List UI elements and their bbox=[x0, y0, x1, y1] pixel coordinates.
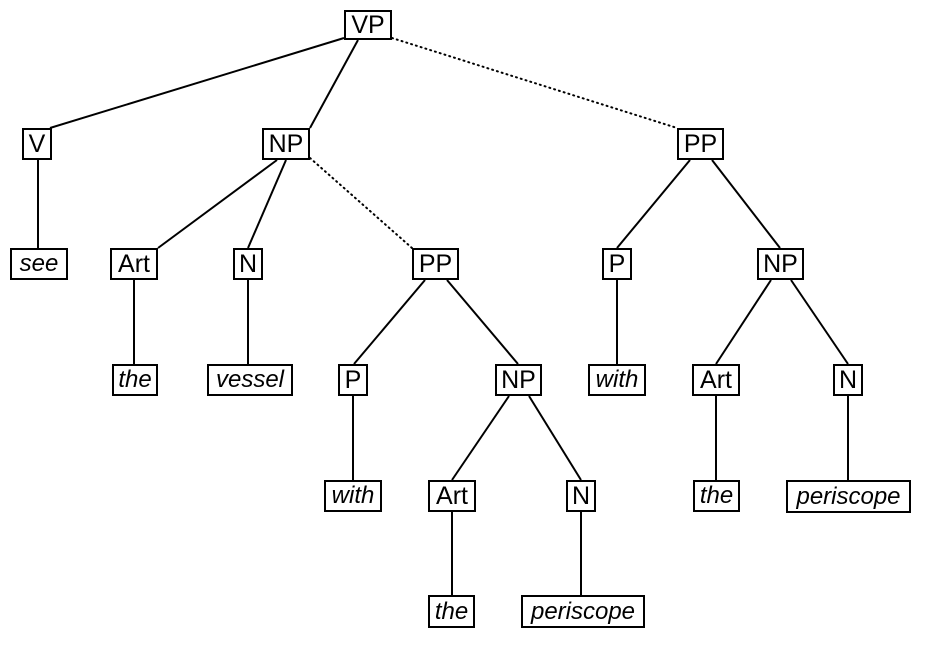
tree-edge-np-mid-art bbox=[451, 395, 510, 481]
tree-node-v[interactable]: V bbox=[22, 128, 52, 160]
tree-node-np_mid[interactable]: NP bbox=[495, 364, 542, 396]
tree-edge-vp-pp-right bbox=[391, 37, 678, 129]
tree-node-the_right[interactable]: the bbox=[693, 480, 740, 512]
tree-node-peri_mid[interactable]: periscope bbox=[521, 595, 645, 628]
tree-edge-np1-pp-mid bbox=[309, 157, 413, 249]
tree-node-pp_mid[interactable]: PP bbox=[412, 248, 459, 280]
tree-node-p_mid[interactable]: P bbox=[338, 364, 368, 396]
tree-node-art_mid[interactable]: Art bbox=[428, 480, 476, 512]
tree-node-np1[interactable]: NP bbox=[262, 128, 310, 160]
tree-node-np_right[interactable]: NP bbox=[757, 248, 804, 280]
tree-node-art1[interactable]: Art bbox=[110, 248, 158, 280]
tree-edge-pp-right-np-right bbox=[711, 159, 781, 249]
tree-node-with_mid[interactable]: with bbox=[324, 480, 382, 512]
tree-edge-np1-art1 bbox=[157, 159, 278, 249]
tree-node-n_mid[interactable]: N bbox=[566, 480, 596, 512]
tree-edge-pp-mid-np-mid bbox=[446, 279, 519, 365]
tree-edge-vp-v bbox=[49, 37, 345, 129]
tree-node-peri_right[interactable]: periscope bbox=[786, 480, 911, 513]
tree-node-with_right[interactable]: with bbox=[588, 364, 646, 396]
tree-edge-pp-mid-p-mid bbox=[353, 279, 426, 365]
tree-node-p_right[interactable]: P bbox=[602, 248, 632, 280]
tree-node-vp[interactable]: VP bbox=[344, 10, 392, 40]
tree-node-art_right[interactable]: Art bbox=[692, 364, 740, 396]
tree-node-pp_right[interactable]: PP bbox=[677, 128, 724, 160]
tree-edge-np-right-art bbox=[715, 279, 772, 365]
tree-node-n_right[interactable]: N bbox=[833, 364, 863, 396]
tree-edge-pp-right-p-right bbox=[616, 159, 691, 249]
tree-node-the1[interactable]: the bbox=[112, 364, 158, 396]
tree-edge-np-right-n bbox=[790, 279, 849, 365]
tree-node-the_mid[interactable]: the bbox=[428, 595, 475, 628]
tree-node-vessel[interactable]: vessel bbox=[207, 364, 293, 396]
tree-edge-np-mid-n bbox=[528, 395, 582, 481]
tree-edge-vp-np1 bbox=[309, 39, 359, 129]
tree-edge-np1-n1 bbox=[247, 159, 287, 249]
tree-node-see[interactable]: see bbox=[10, 248, 68, 280]
tree-node-n1[interactable]: N bbox=[233, 248, 263, 280]
